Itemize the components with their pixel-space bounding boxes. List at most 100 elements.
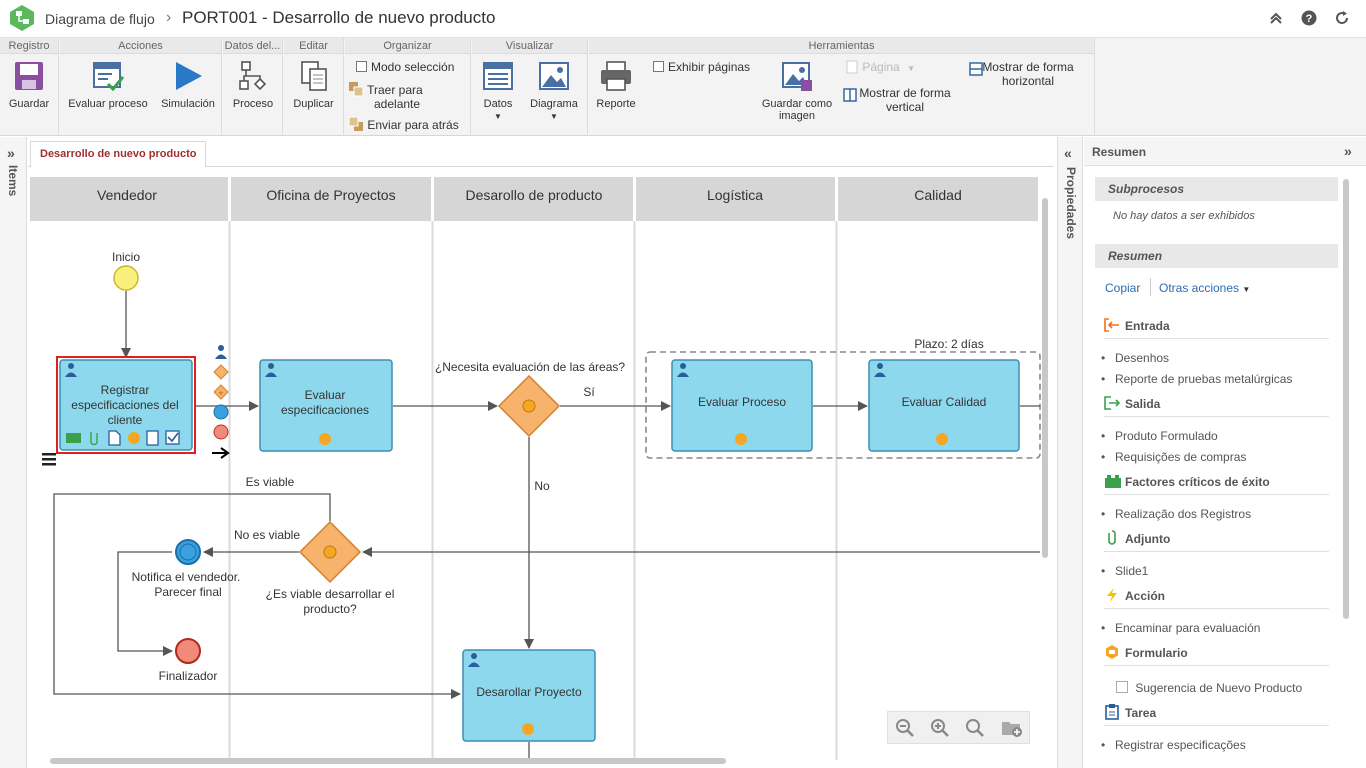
timeframe-group[interactable] xyxy=(645,351,1041,459)
diagram-view-button[interactable]: Diagrama ▼ xyxy=(527,60,581,123)
section-label: Entrada xyxy=(1125,319,1170,333)
zoom-in-icon[interactable] xyxy=(930,718,950,738)
start-event[interactable] xyxy=(113,265,139,291)
bring-forward-button[interactable]: Traer para adelante xyxy=(348,81,423,111)
form-section: Formulario xyxy=(1104,644,1329,666)
summary-section-header[interactable]: Resumen xyxy=(1095,244,1338,268)
copy-link[interactable]: Copiar xyxy=(1105,281,1141,295)
collapse-up-icon[interactable] xyxy=(1268,10,1284,26)
list-item: Registrar especificações xyxy=(1101,738,1246,752)
page-label: Página xyxy=(862,60,900,74)
refresh-icon[interactable] xyxy=(1334,10,1350,26)
task-registrar-especificaciones[interactable]: Registrar especificaciones del cliente xyxy=(56,356,196,454)
folder-add-icon[interactable] xyxy=(1001,718,1023,738)
dropdown-caret-icon: ▼ xyxy=(907,64,915,73)
add-connector-icon xyxy=(212,447,230,459)
document-tab[interactable]: Desarrollo de nuevo producto xyxy=(30,141,207,167)
flowchart-diagram[interactable]: Vendedor Oficina de Proyectos Desarollo … xyxy=(28,167,1054,768)
zoom-fit-icon[interactable] xyxy=(965,718,985,738)
breadcrumb[interactable]: Diagrama de flujo xyxy=(45,11,155,27)
form-icon xyxy=(522,723,534,735)
lane-header-logistica xyxy=(636,177,835,221)
attachment-icon xyxy=(1108,530,1116,545)
help-icon[interactable]: ? xyxy=(1301,10,1317,26)
sequence-flows xyxy=(53,291,1040,760)
horizontal-scrollbar[interactable] xyxy=(50,758,726,764)
process-button[interactable]: Proceso xyxy=(223,60,283,110)
document-icon xyxy=(108,430,121,446)
lane-header-vendedor xyxy=(30,177,228,221)
task-evaluar-calidad[interactable]: Evaluar Calidad xyxy=(868,359,1020,452)
flowchart-app-icon xyxy=(10,5,34,31)
report-button[interactable]: Reporte xyxy=(593,60,639,110)
form-icon xyxy=(735,433,747,445)
subprocesses-section-header[interactable]: Subprocesos xyxy=(1095,177,1338,201)
menu-icon[interactable] xyxy=(42,453,56,466)
checkbox-check-icon xyxy=(165,430,180,445)
form-item-checkbox[interactable]: Sugerencia de Nuevo Producto xyxy=(1116,681,1302,695)
attachment-icon xyxy=(90,432,98,446)
other-actions-link[interactable]: Otras acciones ▼ xyxy=(1159,281,1250,295)
user-task-icon xyxy=(65,363,77,377)
data-view-button[interactable]: Datos ▼ xyxy=(477,60,519,123)
save-button[interactable]: Guardar xyxy=(0,60,58,110)
show-horizontal-button[interactable]: Mostrar de forma horizontal xyxy=(969,60,1087,88)
play-icon xyxy=(176,62,202,90)
group-title: Editar xyxy=(284,38,343,54)
action-section: Acción xyxy=(1104,587,1329,609)
task-desarrollar-proyecto[interactable]: Desarollar Proyecto xyxy=(462,649,596,742)
link-divider xyxy=(1150,278,1151,296)
zoom-toolbar xyxy=(887,711,1030,744)
expand-panel-icon[interactable]: » xyxy=(7,145,15,161)
group-editar: Editar Duplicar xyxy=(284,38,344,136)
evaluate-process-label: Evaluar proceso xyxy=(68,98,148,110)
collapse-panel-icon[interactable]: « xyxy=(1064,145,1072,161)
evaluate-process-button[interactable]: Evaluar proceso xyxy=(64,60,152,110)
properties-panel-label: Propiedades xyxy=(1064,167,1078,240)
duplicate-button[interactable]: Duplicar xyxy=(284,60,343,110)
zoom-out-icon[interactable] xyxy=(895,718,915,738)
group-title: Acciones xyxy=(60,38,221,54)
send-backward-button[interactable]: Enviar para atrás xyxy=(348,116,459,132)
simulation-button[interactable]: Simulación xyxy=(158,60,218,110)
diagram-view-label: Diagrama xyxy=(530,98,578,110)
show-horizontal-label: Mostrar de forma xyxy=(982,60,1074,74)
checkbox-icon xyxy=(653,61,664,72)
group-title: Visualizar xyxy=(472,38,587,54)
diagram-image-icon xyxy=(539,62,569,90)
show-vertical-button[interactable]: Mostrar de forma vertical xyxy=(843,86,967,114)
end-event[interactable] xyxy=(175,638,201,664)
lane-label: Logística xyxy=(707,187,763,203)
event-label: Notifica el vendedor. xyxy=(132,570,241,584)
lane-label: Vendedor xyxy=(97,187,157,203)
list-item: Produto Formulado xyxy=(1101,429,1218,443)
selection-mode-checkbox[interactable]: Modo selección xyxy=(356,60,454,74)
vertical-scrollbar[interactable] xyxy=(1042,198,1048,558)
success-factor-icon xyxy=(66,433,81,443)
dropdown-caret-icon: ▼ xyxy=(1242,285,1251,294)
send-backward-label: Enviar para atrás xyxy=(367,118,459,132)
group-herramientas: Herramientas Reporte Exhibir páginas Gua… xyxy=(589,38,1095,136)
group-datos-del: Datos del... Proceso xyxy=(223,38,283,136)
task-label: Registrar xyxy=(101,383,150,397)
expand-panel-icon[interactable]: » xyxy=(1344,143,1352,159)
dropdown-caret-icon: ▼ xyxy=(494,112,502,121)
gateway-es-viable[interactable] xyxy=(298,520,362,584)
list-item: Desenhos xyxy=(1101,351,1169,365)
show-pages-checkbox[interactable]: Exhibir páginas xyxy=(653,60,750,74)
properties-panel[interactable]: « Propiedades xyxy=(1057,137,1083,768)
gateway-label: ¿Es viable desarrollar el xyxy=(266,587,395,601)
save-as-image-button[interactable]: Guardar como imagen xyxy=(755,60,839,122)
gateway-label: ¿Necesita evaluación de las áreas? xyxy=(435,360,625,374)
element-context-palette[interactable]: + xyxy=(212,345,230,459)
summary-panel-header: Resumen » xyxy=(1084,137,1366,166)
lane-header-desarollo xyxy=(434,177,633,221)
list-item: Sugerencia de Nuevo Producto xyxy=(1135,681,1303,695)
lane-label: Calidad xyxy=(914,187,961,203)
task-evaluar-especificaciones[interactable]: Evaluar especificaciones xyxy=(259,359,393,452)
items-panel[interactable]: » Items xyxy=(0,137,27,768)
gateway-necesita-evaluacion[interactable] xyxy=(497,374,561,438)
summary-scrollbar[interactable] xyxy=(1343,179,1349,619)
task-evaluar-proceso[interactable]: Evaluar Proceso xyxy=(671,359,813,452)
tab-underline xyxy=(28,166,1054,167)
